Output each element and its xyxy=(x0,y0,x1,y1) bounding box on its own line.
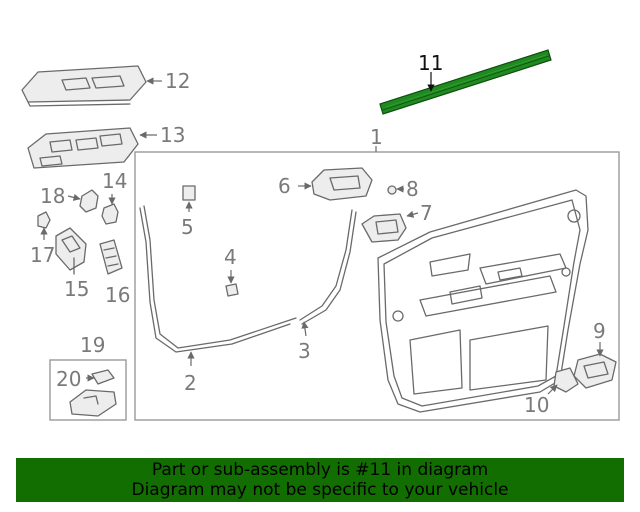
part-13-master-switch xyxy=(27,127,139,169)
callout-15: 15 xyxy=(64,277,89,301)
part-5-clip xyxy=(182,185,196,201)
leader-7 xyxy=(406,210,419,218)
kit-19-frame xyxy=(49,359,127,421)
part-11-belt-moulding xyxy=(379,49,552,115)
part-6-inside-handle xyxy=(311,167,373,201)
leader-10 xyxy=(547,384,558,395)
part-14-cap xyxy=(101,203,119,225)
door-trim-panel xyxy=(377,189,589,413)
leader-18 xyxy=(67,193,81,201)
part-8-clip xyxy=(387,185,397,195)
callout-9: 9 xyxy=(593,319,606,343)
callout-12: 12 xyxy=(165,69,190,93)
callout-3: 3 xyxy=(298,339,311,363)
fitment-banner: Part or sub-assembly is #11 in diagram D… xyxy=(16,458,624,502)
part-18-clip xyxy=(79,189,99,213)
part-3-weatherstrip xyxy=(299,209,357,325)
callout-5: 5 xyxy=(181,215,194,239)
banner-line-2: Diagram may not be specific to your vehi… xyxy=(131,480,509,500)
callout-6: 6 xyxy=(278,174,291,198)
callout-13: 13 xyxy=(160,123,185,147)
callout-8: 8 xyxy=(406,177,419,201)
callout-10: 10 xyxy=(524,393,549,417)
callout-19: 19 xyxy=(80,333,105,357)
callout-7: 7 xyxy=(420,201,433,225)
part-17-clip xyxy=(37,211,51,229)
part-10-switch xyxy=(553,367,579,393)
callout-17: 17 xyxy=(30,243,55,267)
part-12-switch-bezel xyxy=(21,65,147,107)
callout-18: 18 xyxy=(40,184,65,208)
leader-3 xyxy=(301,321,309,337)
part-16-switch xyxy=(99,239,123,275)
callout-14: 14 xyxy=(102,169,127,193)
banner-line-1: Part or sub-assembly is #11 in diagram xyxy=(151,460,489,480)
part-15-switch xyxy=(55,227,87,275)
part-7-lock-housing xyxy=(361,213,407,243)
part-2-weatherstrip xyxy=(139,205,297,353)
callout-2: 2 xyxy=(184,371,197,395)
callout-16: 16 xyxy=(105,283,130,307)
callout-11: 11 xyxy=(418,51,443,75)
callout-1: 1 xyxy=(370,125,383,149)
part-9-handle xyxy=(573,353,617,389)
callout-20: 20 xyxy=(56,367,81,391)
callout-4: 4 xyxy=(224,245,237,269)
assembly-1-frame xyxy=(134,151,620,421)
part-20-switch xyxy=(69,369,117,417)
part-4-clip xyxy=(225,283,239,297)
